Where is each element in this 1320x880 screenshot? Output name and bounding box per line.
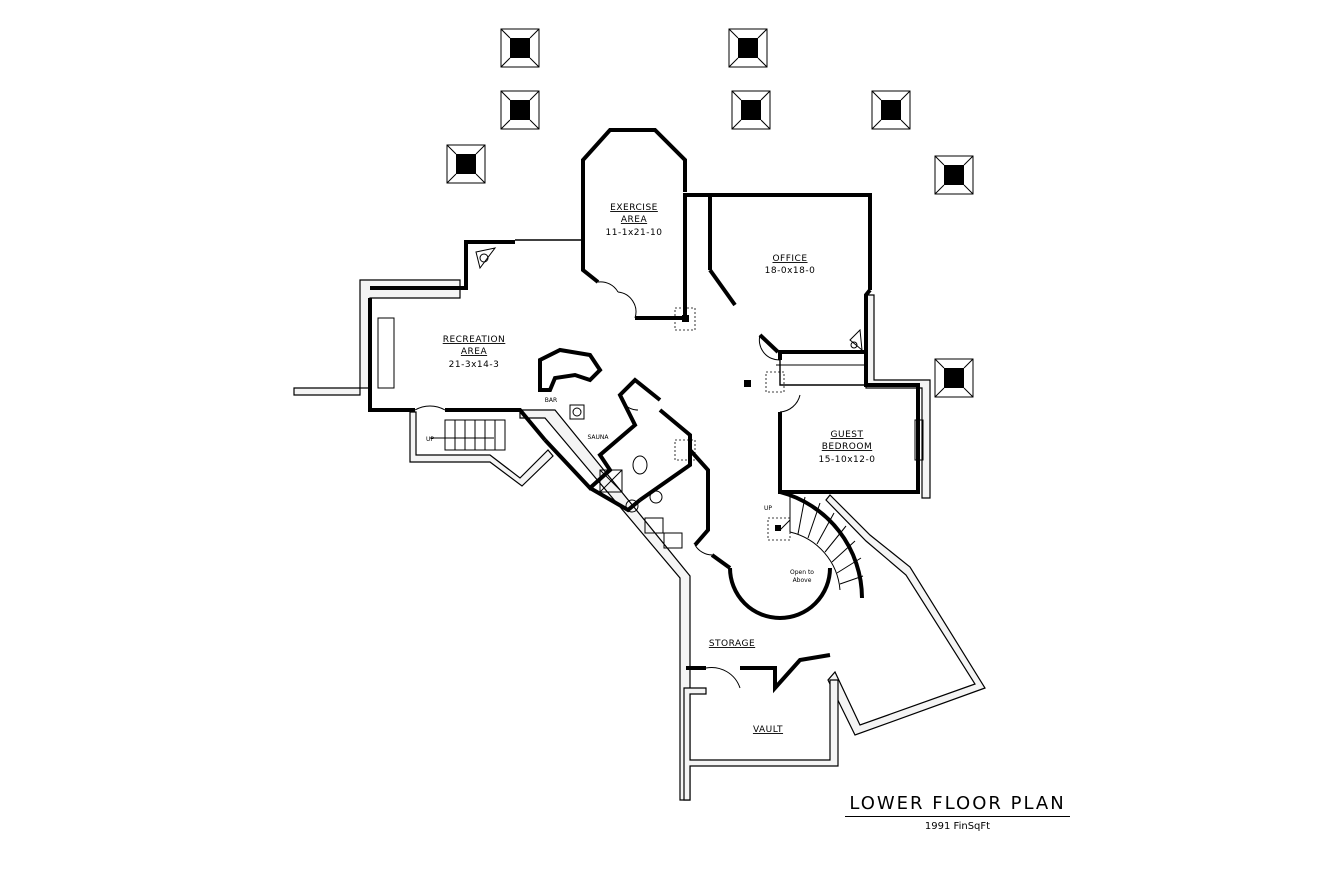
office-dims: 18-0x18-0 bbox=[765, 266, 816, 276]
pier-footing bbox=[934, 358, 974, 398]
exercise-dims: 11-1x21-10 bbox=[606, 228, 663, 238]
interior-walls bbox=[368, 128, 920, 694]
room-label-office: OFFICE 18-0x18-0 bbox=[765, 254, 816, 276]
pier-footing bbox=[500, 90, 540, 130]
door-swings bbox=[414, 281, 801, 689]
pier-footing bbox=[934, 155, 974, 195]
plan-title-block: LOWER FLOOR PLAN 1991 FinSqFt bbox=[845, 793, 1070, 832]
fixtures bbox=[377, 247, 924, 549]
pier-footing bbox=[871, 90, 911, 130]
recreation-dims: 21-3x14-3 bbox=[449, 360, 500, 370]
bar-label: BAR bbox=[545, 397, 557, 404]
stairs-left bbox=[430, 419, 506, 451]
office-name: OFFICE bbox=[772, 254, 807, 264]
stair-up-label-left: UP bbox=[426, 436, 434, 443]
room-label-guest: GUEST BEDROOM 15-10x12-0 bbox=[819, 430, 876, 465]
room-label-exercise: EXERCISE AREA 11-1x21-10 bbox=[606, 203, 663, 238]
pier-footing bbox=[500, 28, 540, 68]
vault-label: VAULT bbox=[753, 725, 783, 735]
pier-footing bbox=[446, 144, 486, 184]
foundation-walls bbox=[293, 279, 986, 801]
guest-name-2: BEDROOM bbox=[822, 442, 872, 452]
guest-name-1: GUEST bbox=[831, 430, 864, 440]
guest-dims: 15-10x12-0 bbox=[819, 455, 876, 465]
stairs-curved bbox=[767, 490, 864, 599]
open-to-above-1: Open to bbox=[790, 569, 814, 576]
exercise-name-2: AREA bbox=[621, 215, 648, 225]
sauna-label: SAUNA bbox=[587, 434, 609, 441]
exercise-name-1: EXERCISE bbox=[610, 203, 658, 213]
recreation-name-1: RECREATION bbox=[443, 335, 506, 345]
storage-label: STORAGE bbox=[709, 639, 755, 649]
plan-title: LOWER FLOOR PLAN bbox=[845, 793, 1070, 817]
columns bbox=[674, 307, 785, 393]
plan-square-footage: 1991 FinSqFt bbox=[924, 821, 991, 832]
pier-footing bbox=[728, 28, 768, 68]
pier-footing bbox=[731, 90, 771, 130]
stair-up-label-right: UP bbox=[764, 505, 772, 512]
recreation-name-2: AREA bbox=[461, 347, 488, 357]
open-to-above-2: Above bbox=[793, 577, 812, 584]
deck-piers bbox=[446, 28, 974, 398]
room-label-recreation: RECREATION AREA 21-3x14-3 bbox=[443, 335, 506, 370]
